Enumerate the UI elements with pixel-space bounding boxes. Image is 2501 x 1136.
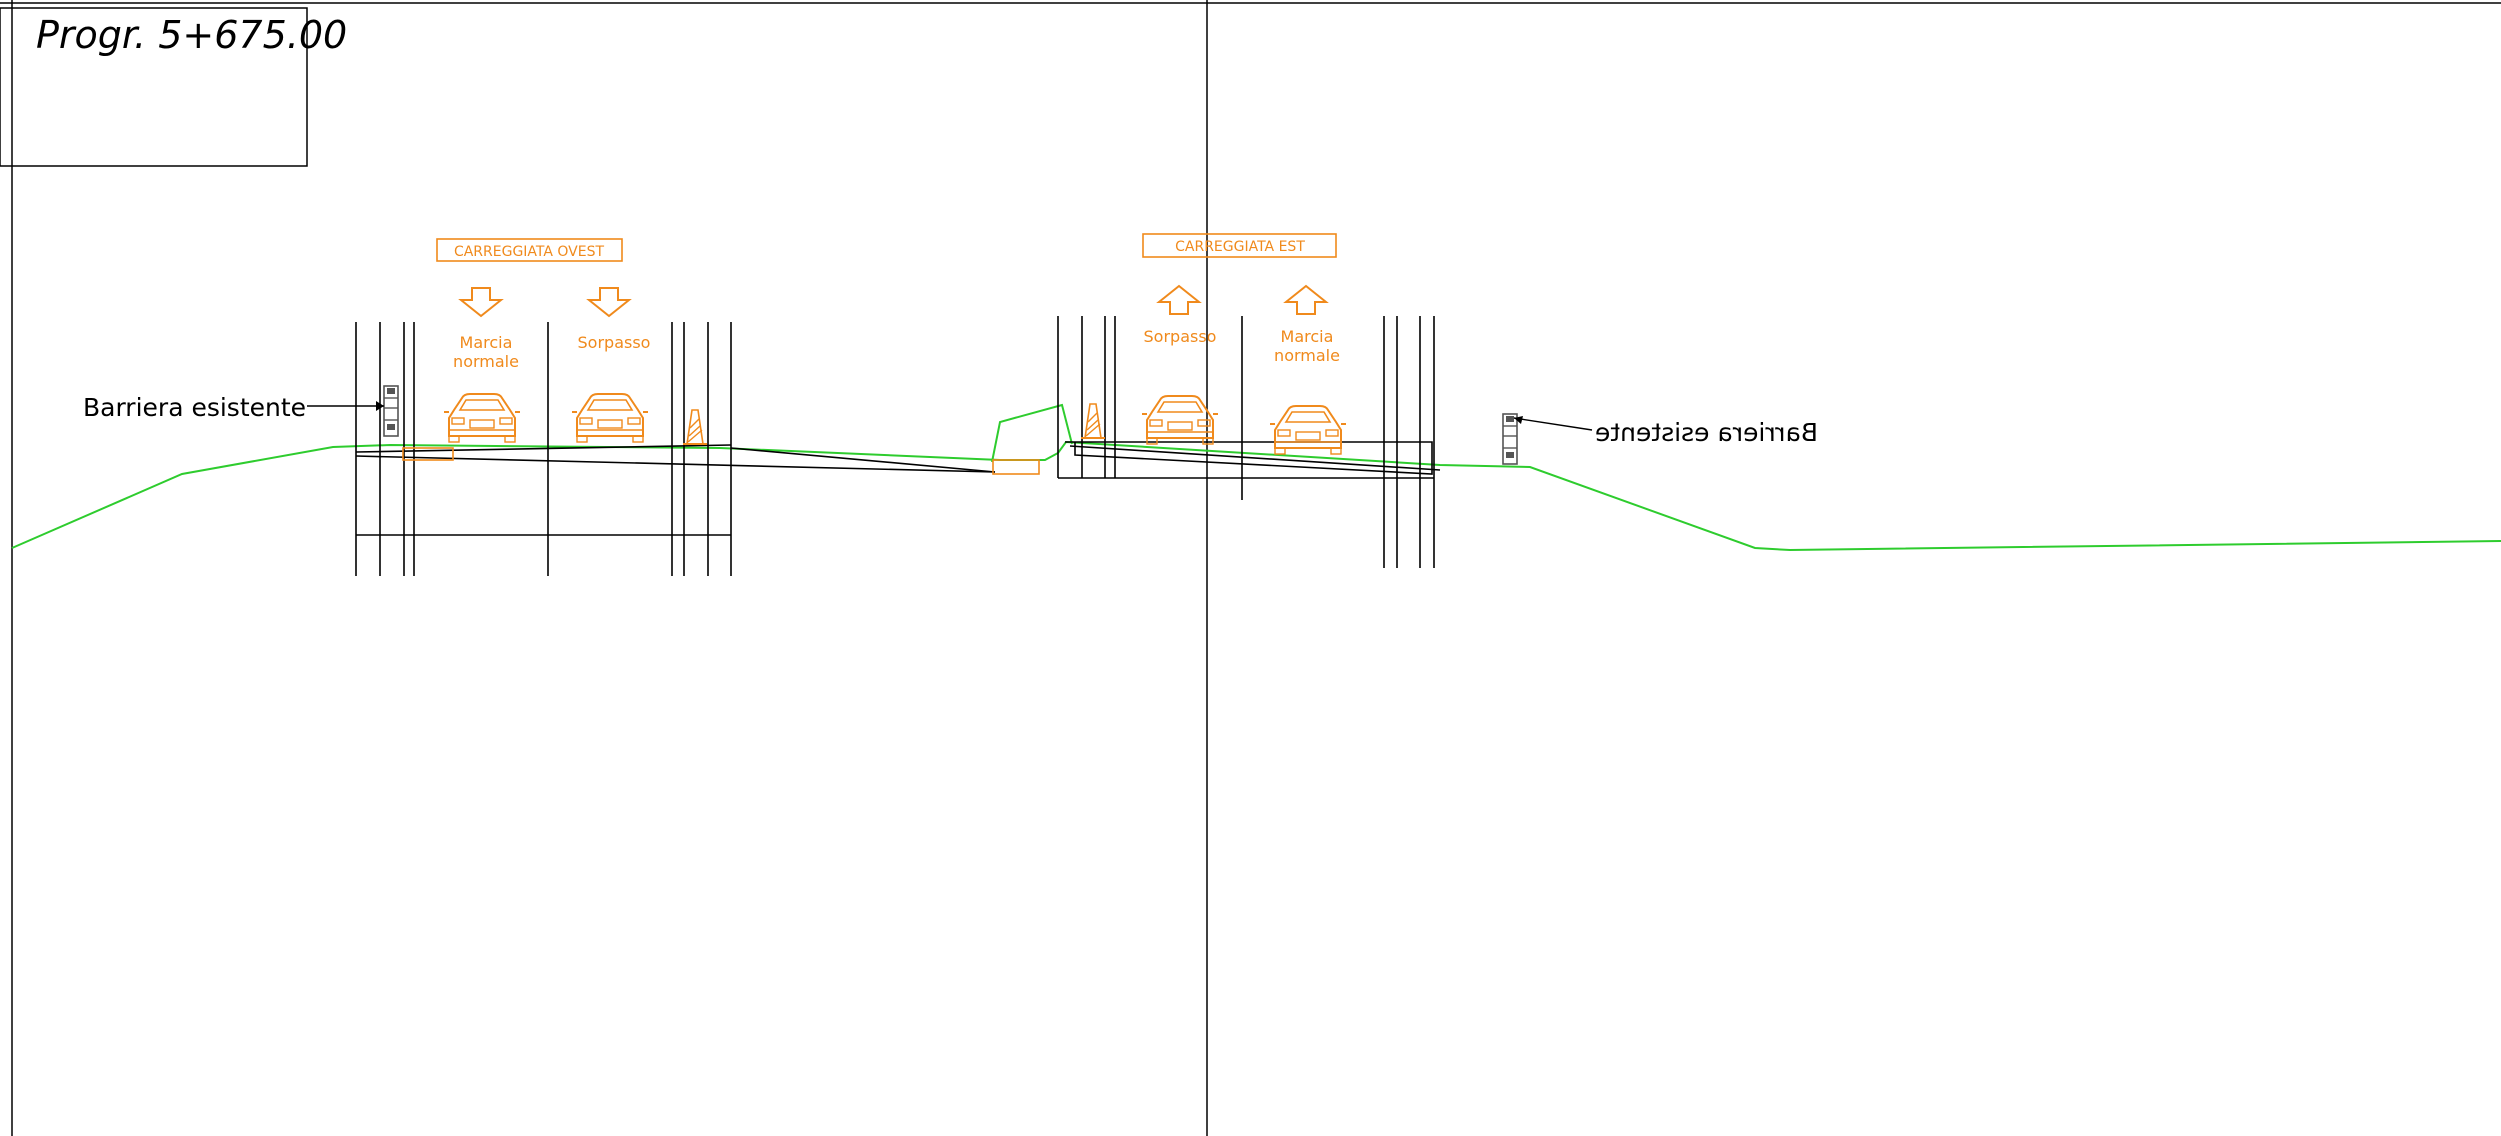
east-lane-label-overtaking: Sorpasso bbox=[1144, 327, 1217, 346]
arrow-up-icon bbox=[1285, 285, 1327, 315]
ground-profile-line bbox=[11, 440, 2501, 552]
text-line: Marcia bbox=[1281, 327, 1334, 346]
guardrail-barrier-icon bbox=[1502, 413, 1518, 465]
east-carriageway-structure bbox=[1057, 316, 1441, 568]
west-carriageway-structure bbox=[355, 322, 996, 576]
arrow-down-icon bbox=[460, 287, 502, 317]
west-title-box bbox=[436, 238, 623, 262]
ground-profile-median bbox=[991, 403, 1073, 463]
median-curb bbox=[992, 459, 1040, 475]
traffic-cone-icon bbox=[1080, 403, 1106, 439]
car-front-icon bbox=[1269, 405, 1347, 455]
west-curb bbox=[402, 447, 454, 461]
west-title: CARREGGIATA OVEST bbox=[454, 244, 605, 260]
traffic-cone-icon bbox=[682, 409, 708, 445]
west-barrier-label: Barriera esistente bbox=[83, 393, 306, 422]
east-title: CARREGGIATA EST bbox=[1175, 239, 1305, 255]
guardrail-barrier-icon bbox=[383, 385, 399, 437]
arrow-down-icon bbox=[588, 287, 630, 317]
car-front-icon bbox=[443, 393, 521, 443]
text-line: normale bbox=[1274, 346, 1340, 365]
arrow-up-icon bbox=[1158, 285, 1200, 315]
text-line: normale bbox=[453, 352, 519, 371]
text-line: Marcia bbox=[460, 333, 513, 352]
west-lane-label-overtaking: Sorpasso bbox=[578, 333, 651, 352]
car-front-icon bbox=[571, 393, 649, 443]
east-barrier-label: Barriera esistente bbox=[1595, 418, 1818, 447]
east-title-box bbox=[1142, 233, 1337, 258]
progressive-label: Progr. 5+675.00 bbox=[36, 13, 347, 57]
